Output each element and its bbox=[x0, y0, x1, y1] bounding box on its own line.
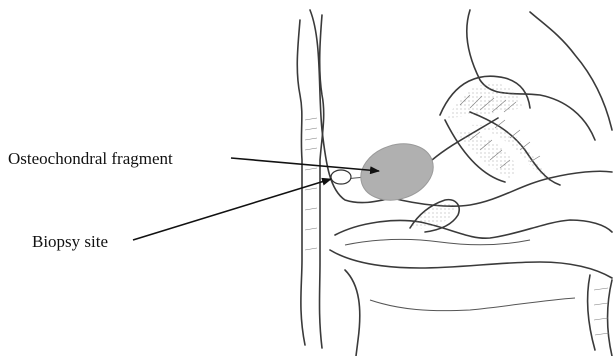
osteochondral-lesion bbox=[353, 135, 440, 209]
fragment-arrow bbox=[231, 158, 379, 171]
fibula bbox=[297, 15, 323, 348]
tibia bbox=[345, 270, 612, 356]
biopsy-label: Biopsy site bbox=[32, 232, 108, 251]
cruciate-ligaments bbox=[432, 76, 560, 185]
fragment-label: Osteochondral fragment bbox=[8, 149, 173, 168]
biopsy-site-marker bbox=[331, 170, 351, 184]
tibial-plateau bbox=[330, 200, 612, 278]
